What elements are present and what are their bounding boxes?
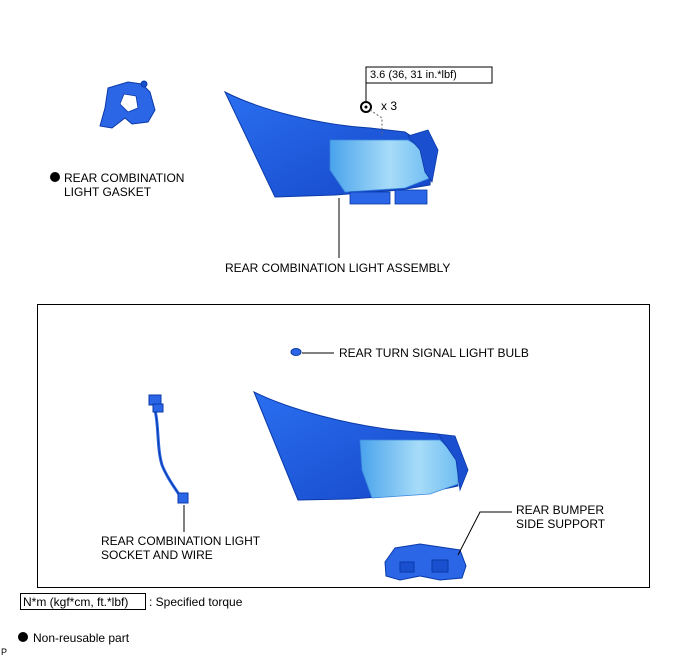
bulb-part [290, 348, 302, 356]
inset-frame [37, 304, 650, 588]
screw-icon [360, 101, 372, 113]
gasket-part [99, 80, 156, 129]
legend-torque-box [20, 593, 146, 610]
legend-torque-unit: N*m (kgf*cm, ft.*lbf) [23, 595, 129, 609]
bumper-support-part [384, 543, 467, 581]
gasket-label-line2: LIGHT GASKET [64, 185, 152, 199]
socket-label-line2: SOCKET AND WIRE [101, 548, 213, 562]
support-label-line2: SIDE SUPPORT [516, 517, 606, 531]
screw-count: x 3 [381, 99, 398, 113]
gasket-nonreusable-dot [50, 172, 60, 182]
socket-label-line1: REAR COMBINATION LIGHT [101, 534, 261, 548]
support-label-line1: REAR BUMPER [516, 503, 605, 517]
socket-wire-part [148, 394, 189, 504]
bulb-label: REAR TURN SIGNAL LIGHT BULB [339, 346, 529, 360]
corner-mark: P [1, 647, 8, 657]
gasket-label-line1: REAR COMBINATION [64, 171, 185, 185]
assembly-label: REAR COMBINATION LIGHT ASSEMBLY [225, 261, 451, 275]
legend-nonreusable-dot [18, 632, 28, 642]
light-assembly-part [223, 90, 439, 205]
legend-nonreusable-desc: Non-reusable part [33, 631, 130, 645]
light-body-inset [253, 390, 469, 501]
legend-torque-desc: : Specified torque [149, 595, 243, 609]
torque-value: 3.6 (36, 31 in.*lbf) [370, 69, 457, 81]
